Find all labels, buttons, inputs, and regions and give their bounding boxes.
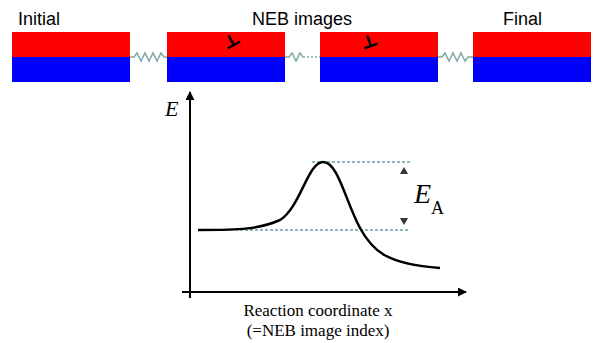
axis-label: E [165, 98, 178, 120]
barrier-subscript: A [431, 199, 444, 217]
group-heading: NEB images [252, 10, 352, 28]
dislocation-symbol [361, 33, 378, 48]
crystal-panel: Initial [12, 32, 130, 82]
axis-label: Reaction coordinate x [243, 302, 392, 319]
dislocation-symbol [222, 32, 240, 49]
neb-panel [167, 32, 285, 82]
dimension-arrow [400, 167, 408, 174]
axis-note: (=NEB image index) [247, 322, 390, 339]
x-axis [182, 291, 466, 293]
spring [438, 53, 473, 61]
spring-dotted [303, 56, 320, 58]
spring [285, 53, 303, 61]
dimension-arrow [400, 218, 408, 225]
panel-heading: Final [503, 10, 542, 28]
spring [130, 53, 167, 61]
neb-panel [320, 32, 438, 82]
energy-curve [198, 162, 440, 268]
y-axis [189, 92, 191, 298]
panel-heading: Initial [18, 10, 60, 28]
barrier-symbol: E [414, 180, 431, 208]
crystal-panel: Final [473, 32, 591, 82]
